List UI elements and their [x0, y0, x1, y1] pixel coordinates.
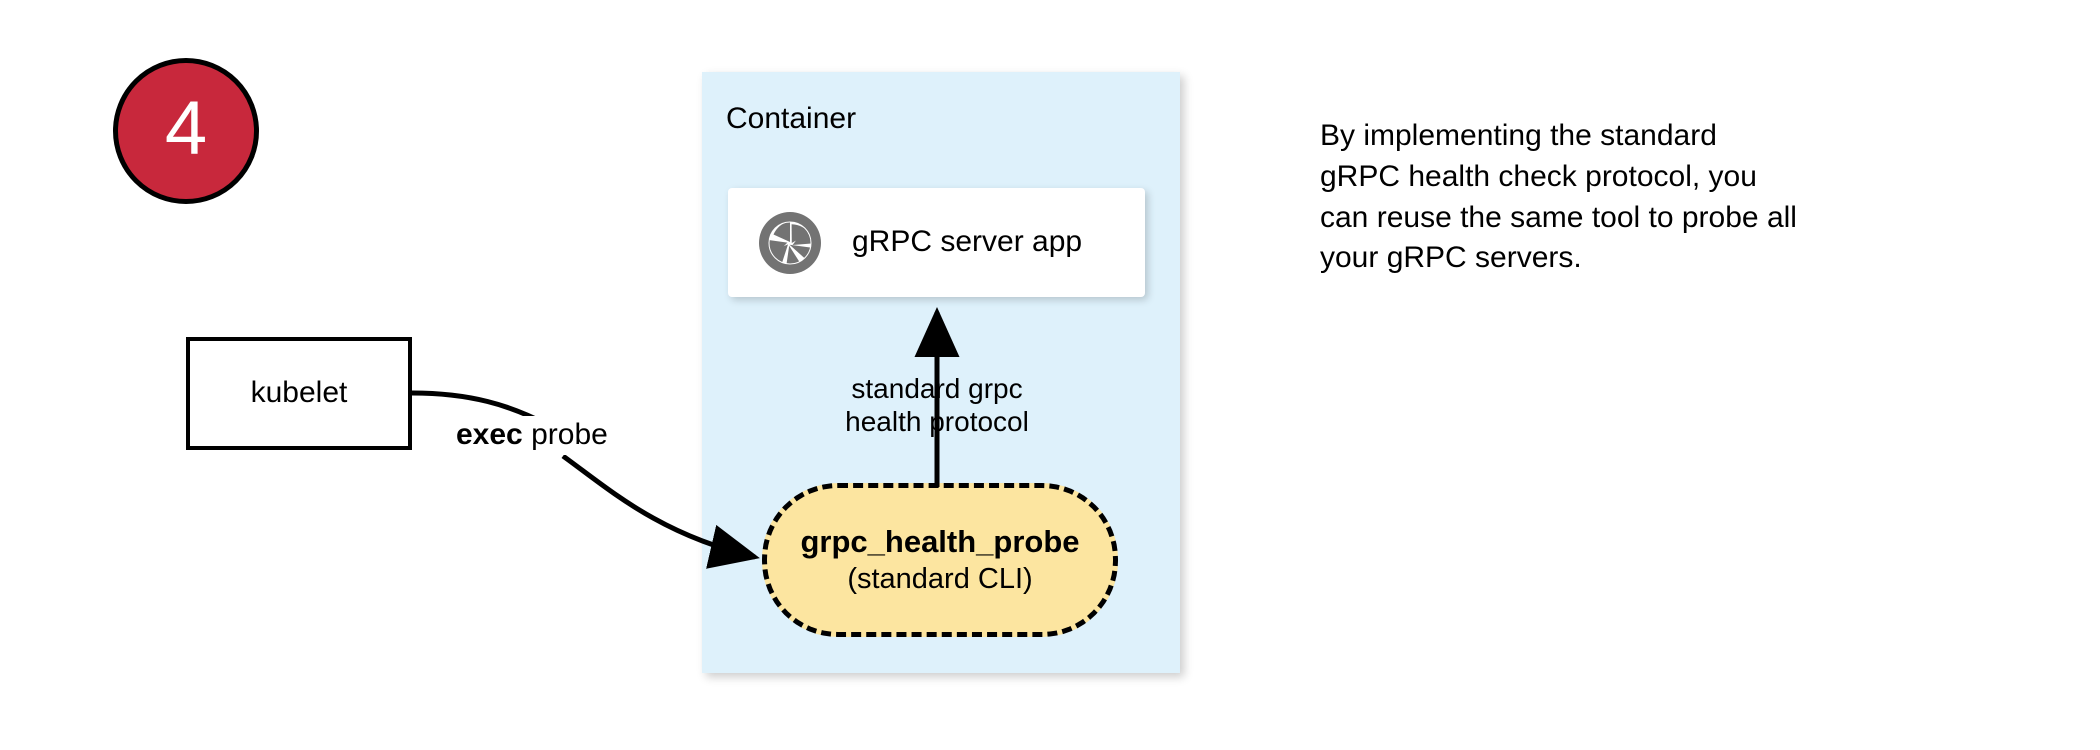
kubelet-node: kubelet	[186, 337, 412, 450]
grpc-server-app-label: gRPC server app	[852, 225, 1083, 259]
grpc-health-probe-subtitle: (standard CLI)	[847, 563, 1033, 596]
grpc-health-probe-title: grpc_health_probe	[800, 524, 1080, 559]
grpc-server-app-card: gRPC server app	[728, 188, 1145, 297]
explanatory-note-line1: By implementing the standard	[1320, 119, 1717, 152]
explanatory-note-line2: gRPC health check protocol, you	[1320, 159, 1757, 193]
explanatory-note-line4: your gRPC servers.	[1320, 241, 1582, 275]
container-panel-title: Container	[726, 102, 857, 135]
explanatory-note-line3: can reuse the same tool to probe all	[1320, 200, 1797, 234]
health-protocol-edge-label-line1: standard grpc	[851, 373, 1023, 404]
aperture-icon	[759, 211, 821, 274]
explanatory-note: By implementing the standard gRPC health…	[1320, 116, 1940, 279]
exec-probe-edge-label-rest: probe	[522, 418, 608, 451]
exec-probe-edge-label: exec probe	[452, 416, 612, 455]
kubelet-node-label: kubelet	[250, 376, 348, 410]
health-protocol-edge-label-line2: health protocol	[845, 406, 1029, 438]
step-number-label: 4	[164, 86, 208, 171]
grpc-health-probe-node: grpc_health_probe (standard CLI)	[762, 483, 1118, 637]
health-protocol-edge-label: standard grpc health protocol	[795, 372, 1079, 439]
step-number-badge: 4	[113, 58, 259, 204]
exec-probe-edge-label-bold: exec	[456, 418, 523, 451]
